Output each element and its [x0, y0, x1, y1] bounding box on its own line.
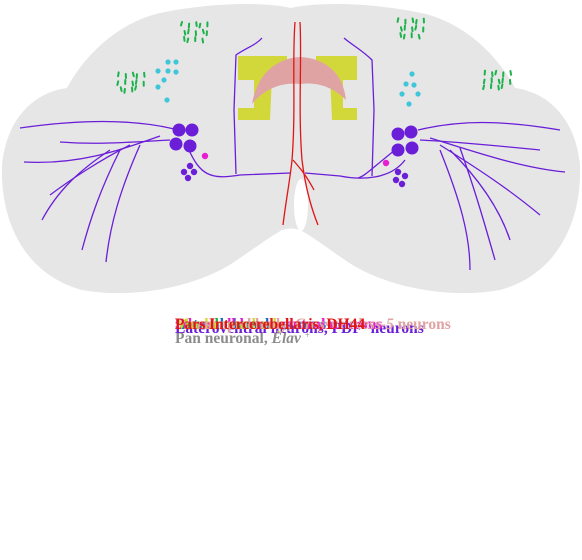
- dorsal-neuron-mark: [398, 18, 399, 22]
- dorsal-neuron-mark: [203, 30, 204, 34]
- dorsal-neuron-mark: [419, 35, 420, 39]
- dorsal-neuron-mark: [185, 31, 186, 35]
- dorsal-neuron-mark: [187, 38, 188, 42]
- dorsal-neuron-mark: [484, 80, 485, 84]
- dorsal-neuron-mark: [121, 87, 122, 91]
- dorsal-neuron-mark: [495, 71, 496, 75]
- dorsal-neuron-mark: [415, 26, 416, 30]
- small-lv-neuron-left: [202, 153, 208, 159]
- dorsal-neuron-mark: [404, 35, 405, 39]
- dorsal-neuron-mark: [118, 72, 119, 76]
- dorsal-neuron-mark: [502, 84, 503, 88]
- dorsal-neuron-mark: [117, 81, 118, 85]
- brain-outline: [2, 4, 580, 293]
- dorsal-neuron-mark: [510, 71, 511, 75]
- dorsal-neuron-mark: [132, 82, 133, 86]
- dorsal-neuron-mark: [188, 30, 189, 34]
- dorsal-neuron-mark: [413, 18, 414, 22]
- dorsal-neuron-mark: [133, 73, 134, 77]
- dorsal-neuron-mark: [498, 86, 499, 90]
- dorsal-neuron-mark: [136, 80, 137, 84]
- legend-pars-intercerebellaris: Pars Intercerebellaris, DH44: [175, 316, 365, 334]
- dorsal-neuron-mark: [416, 20, 417, 24]
- dorsal-neuron-mark: [400, 33, 401, 37]
- brain-diagram: [0, 0, 582, 300]
- dorsal-neuron-mark: [483, 86, 484, 90]
- dorsal-neuron-mark: [202, 39, 203, 43]
- small-lv-neuron-right: [383, 160, 389, 166]
- dorsal-neuron-mark: [181, 22, 182, 25]
- dorsal-neuron-mark: [499, 80, 500, 84]
- dorsal-neuron-mark: [401, 27, 402, 31]
- dorsal-neuron-mark: [135, 86, 136, 90]
- dorsal-neuron-mark: [200, 24, 201, 28]
